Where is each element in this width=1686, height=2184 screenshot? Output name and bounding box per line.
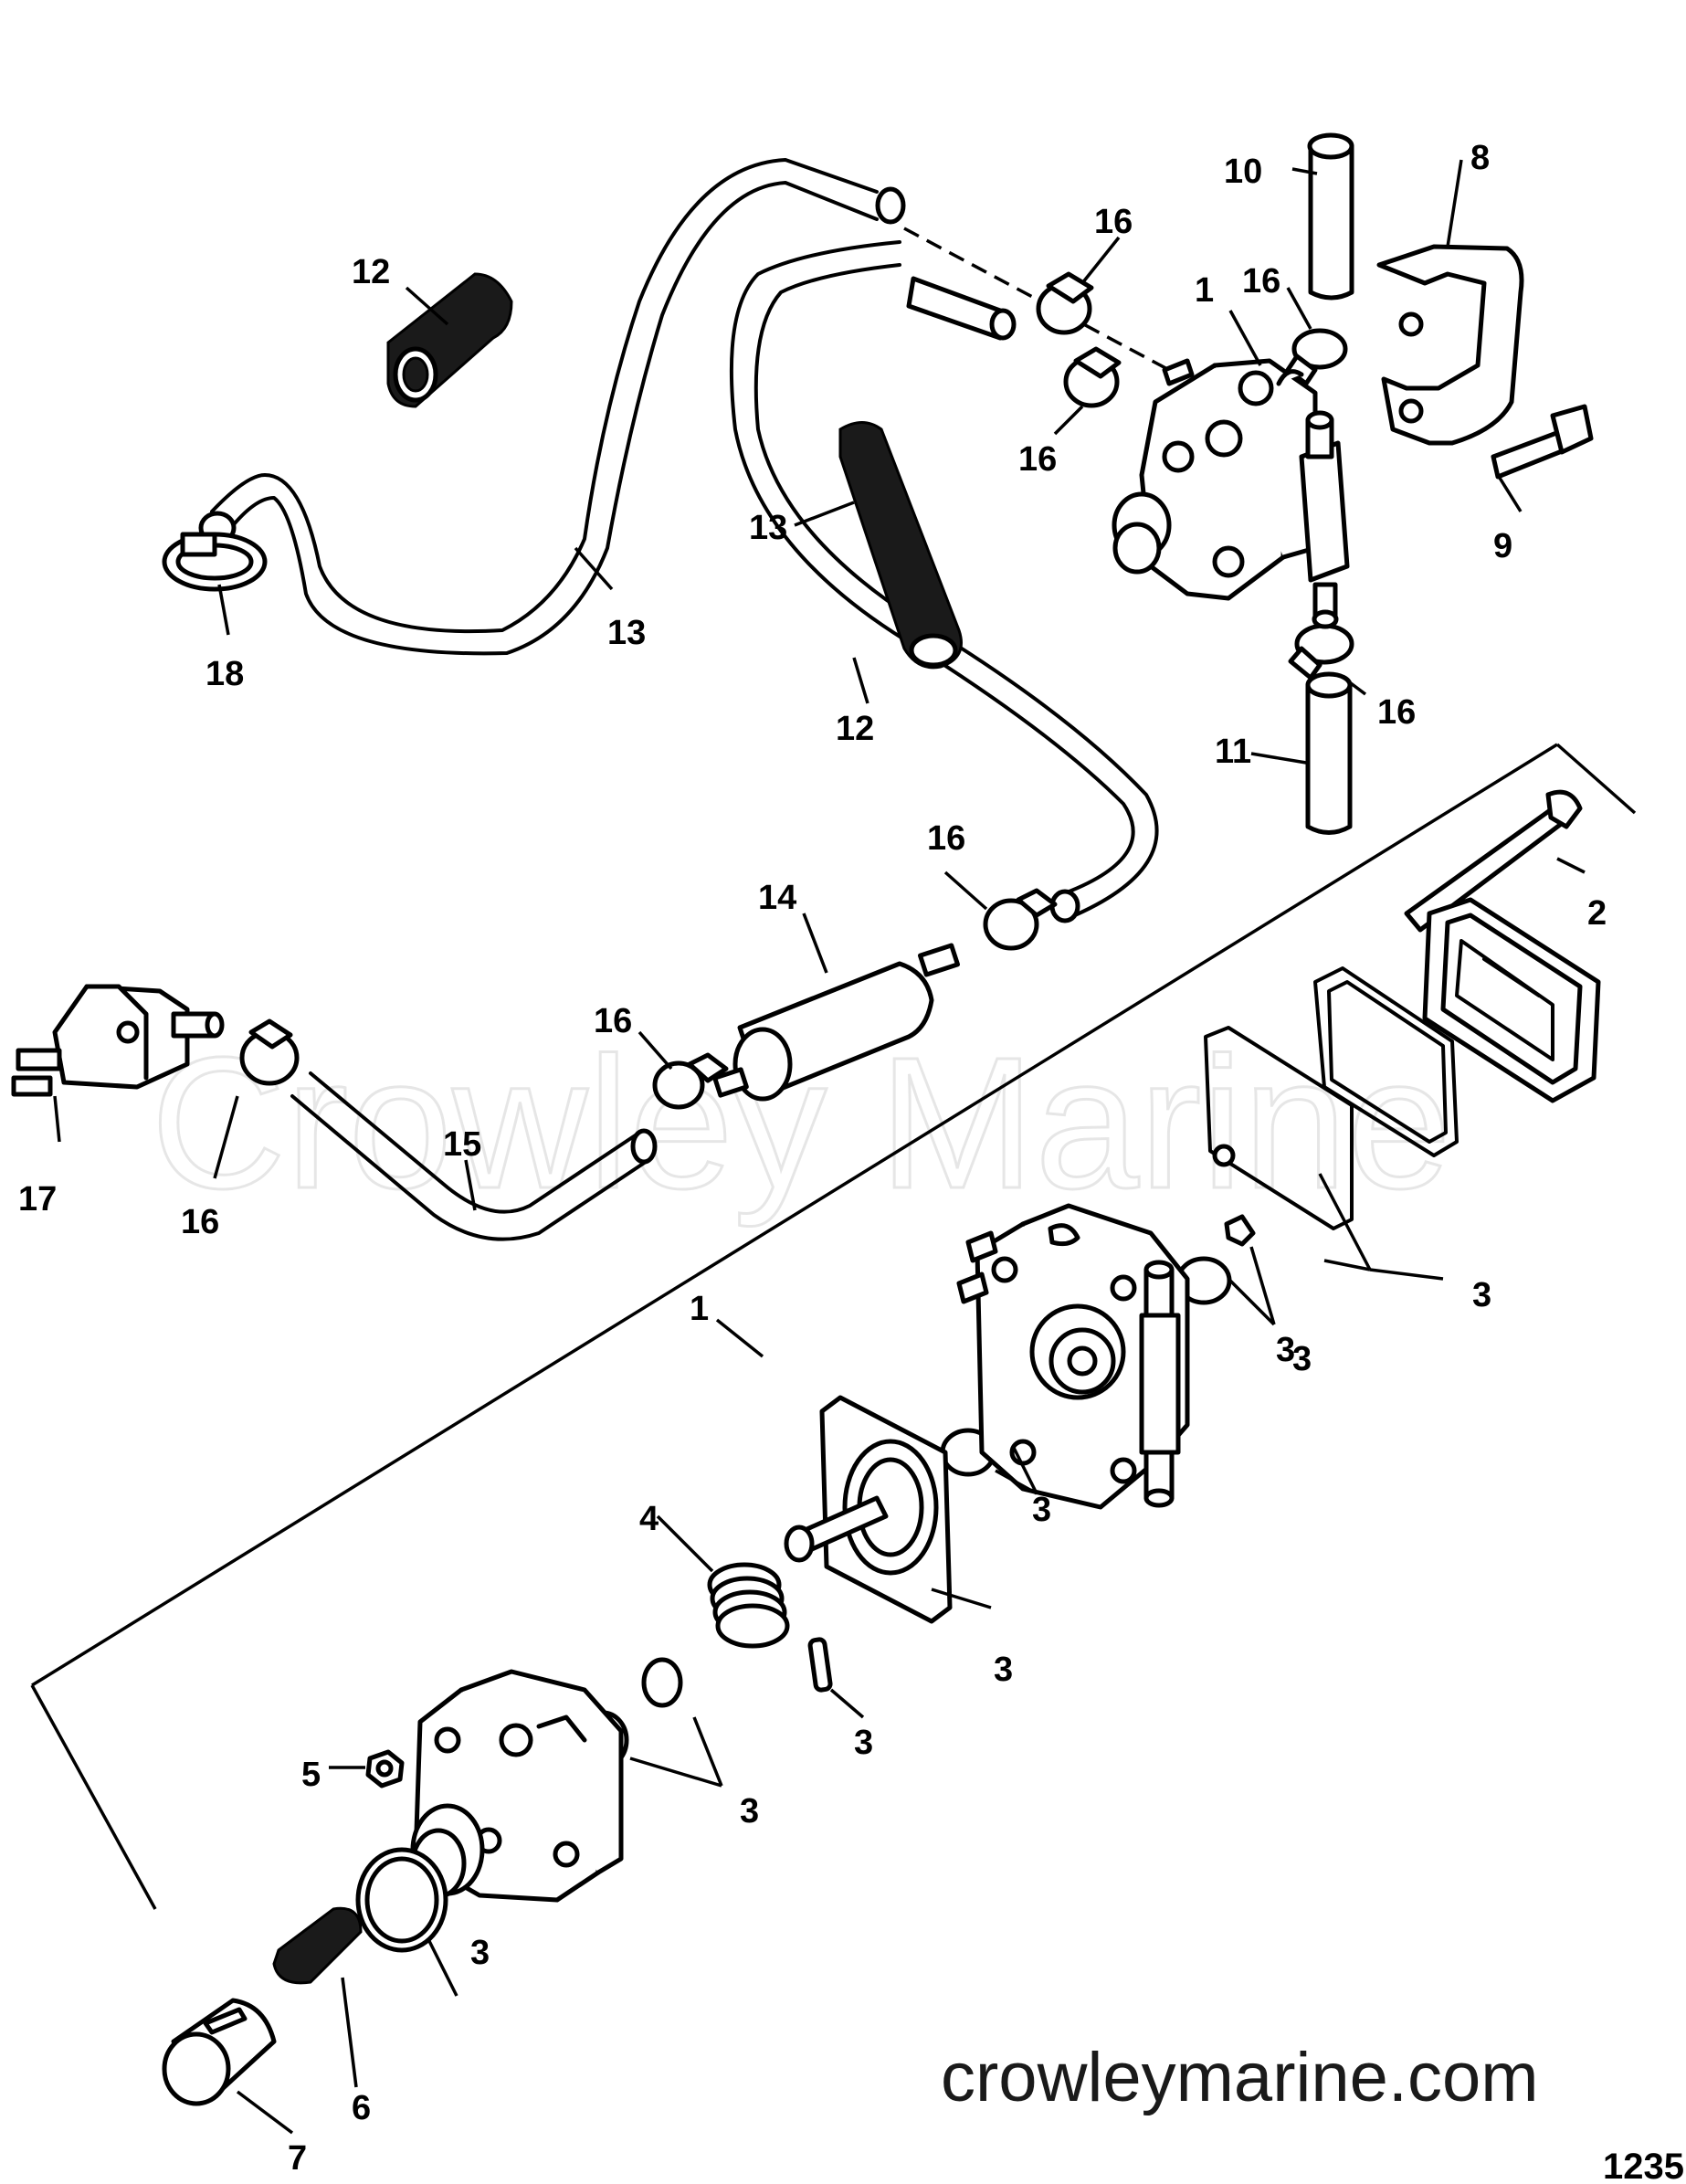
clamp-16-a xyxy=(1036,271,1094,335)
callout-9: 9 xyxy=(1493,527,1512,565)
callout-16: 16 xyxy=(181,1203,219,1241)
website-label: crowleymarine.com xyxy=(941,2039,1539,2116)
pump-cover-plate xyxy=(1422,897,1601,1103)
callout-10: 10 xyxy=(1224,153,1262,191)
callout-labels: 1 1 2 3 3 3 3 3 3 3 3 4 5 6 7 8 9 10 11 … xyxy=(18,139,1607,2178)
hose-11 xyxy=(1305,671,1353,835)
screw-9 xyxy=(1491,404,1594,480)
callout-3: 3 xyxy=(1472,1276,1491,1314)
bracket-8 xyxy=(1376,244,1524,446)
hose-15 xyxy=(290,1071,658,1241)
callout-13: 13 xyxy=(607,614,646,652)
hose-10 xyxy=(1307,132,1354,301)
callout-1: 1 xyxy=(1195,271,1214,310)
callout-1: 1 xyxy=(690,1290,709,1328)
hose-13-middle xyxy=(729,240,1159,923)
callout-3: 3 xyxy=(740,1792,759,1831)
o-ring-3-a xyxy=(641,1657,683,1708)
callout-7: 7 xyxy=(288,2139,307,2178)
clamp-16-g xyxy=(239,1018,300,1086)
callout-12: 12 xyxy=(352,253,390,291)
clamp-16-b xyxy=(1063,346,1122,408)
pin-3 xyxy=(807,1637,833,1693)
callout-15: 15 xyxy=(443,1125,481,1164)
callout-16: 16 xyxy=(1377,693,1416,732)
callout-16: 16 xyxy=(1242,262,1280,301)
clamp-16-e xyxy=(983,888,1058,951)
pump-body xyxy=(956,1203,1190,1510)
pump-lower-housing xyxy=(410,1669,624,1903)
callout-3: 3 xyxy=(1292,1340,1312,1378)
callout-14: 14 xyxy=(758,879,796,917)
clamp-16-f xyxy=(652,1052,729,1110)
callout-16: 16 xyxy=(594,1002,632,1040)
exploded-frame xyxy=(30,743,1637,1910)
callout-12: 12 xyxy=(836,710,874,748)
hose-13-upper xyxy=(198,158,906,656)
nut-5 xyxy=(365,1749,405,1788)
clamp-16-d xyxy=(1288,623,1354,681)
figure-number: 1235 xyxy=(1603,2147,1684,2184)
callout-6: 6 xyxy=(352,2089,371,2127)
hose-connector xyxy=(903,227,1170,372)
leader-lines xyxy=(53,159,1586,2135)
callout-17: 17 xyxy=(18,1180,57,1219)
callout-3: 3 xyxy=(854,1724,873,1762)
callout-16: 16 xyxy=(1018,440,1057,479)
callout-18: 18 xyxy=(205,655,244,693)
callout-5: 5 xyxy=(301,1756,321,1794)
callout-3: 3 xyxy=(994,1651,1013,1689)
plunger-7 xyxy=(162,1998,277,2106)
callout-16: 16 xyxy=(1094,203,1133,241)
callout-8: 8 xyxy=(1470,139,1490,177)
spring-6 xyxy=(272,1906,363,1985)
diaphragm-3-a xyxy=(1204,1026,1354,1230)
callout-3: 3 xyxy=(1032,1491,1051,1529)
connector-17 xyxy=(11,984,225,1097)
diaphragm-plate-3 xyxy=(784,1395,953,1624)
callout-11: 11 xyxy=(1215,733,1251,771)
callout-3: 3 xyxy=(470,1934,490,1972)
callout-3: 3 xyxy=(1276,1331,1295,1369)
callout-16: 16 xyxy=(927,819,965,858)
bolt-2 xyxy=(1404,789,1583,933)
o-ring-3-c xyxy=(355,1847,448,1953)
clamp-18 xyxy=(162,532,268,592)
spring-4 xyxy=(707,1562,790,1649)
fuel-pump-assembled xyxy=(1112,358,1350,629)
callout-4: 4 xyxy=(639,1500,659,1538)
callout-13: 13 xyxy=(749,509,787,547)
sleeve-12-upper xyxy=(386,272,513,408)
fuel-filter-14 xyxy=(712,943,961,1102)
callout-2: 2 xyxy=(1587,894,1607,933)
sleeve-12-lower xyxy=(838,421,963,670)
